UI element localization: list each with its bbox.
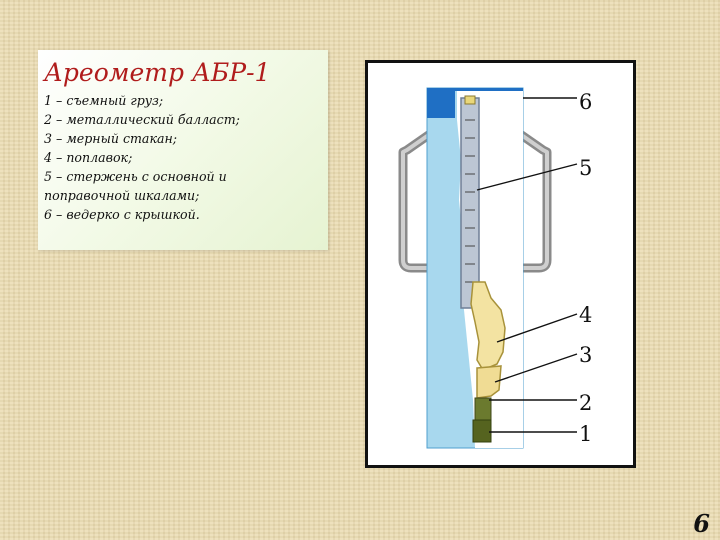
stem-glass: [460, 97, 480, 309]
metal-ballast: [474, 397, 492, 421]
legend-item-1: 1 – съемный груз;: [44, 93, 164, 108]
label-4: 4: [579, 303, 592, 327]
parts-legend: 1 – съемный груз; 2 – металлический балл…: [44, 91, 322, 224]
legend-item-4: 4 – поплавок;: [44, 150, 133, 165]
stem-cap: [464, 95, 476, 105]
left-handle-inner: [401, 132, 432, 270]
label-1: 1: [579, 422, 592, 446]
label-5: 5: [579, 156, 592, 180]
bucket-lid: [427, 88, 455, 118]
lid-rim: [427, 88, 523, 91]
legend-item-5: 5 – стержень с основной и: [44, 169, 227, 184]
legend-box: Ареометр АБР-1 1 – съемный груз; 2 – мет…: [38, 50, 328, 250]
hydrometer-svg: 6 5 4 3 2 1: [365, 60, 636, 468]
legend-item-6: 6 – ведерко с крышкой.: [44, 207, 200, 222]
label-2: 2: [579, 391, 592, 415]
legend-item-3: 3 – мерный стакан;: [44, 131, 178, 146]
legend-item-5-cont: поправочной шкалами;: [44, 188, 200, 203]
page-number: 6: [693, 509, 710, 538]
slide-title: Ареометр АБР-1: [44, 58, 271, 87]
right-handle-inner: [518, 132, 549, 270]
removable-weight: [472, 419, 492, 443]
measuring-cup: [476, 365, 502, 399]
stem-scale: [465, 119, 475, 283]
leader-lines: [476, 97, 578, 433]
label-6: 6: [579, 90, 592, 114]
hydrometer-diagram: 6 5 4 3 2 1: [365, 60, 636, 468]
legend-item-2: 2 – металлический балласт;: [44, 112, 240, 127]
float-body: [470, 281, 506, 371]
label-3: 3: [579, 343, 592, 367]
